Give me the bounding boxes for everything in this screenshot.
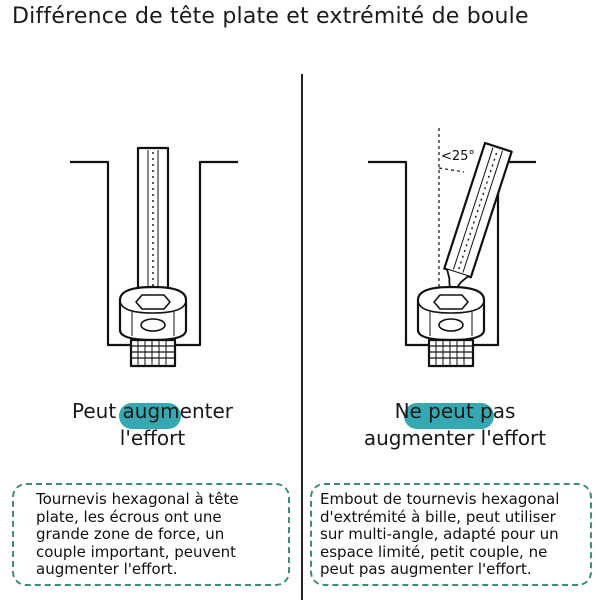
flat-head-illustration (70, 146, 238, 368)
angle-label: <25° (441, 149, 475, 164)
left-socket-screw (118, 285, 188, 368)
left-caption-line2: l'effort (119, 426, 186, 450)
right-description: Embout de tournevis hexagonal d'extrémit… (320, 490, 560, 578)
left-description: Tournevis hexagonal à tête plate, les éc… (36, 490, 239, 578)
ball-hex-key (443, 141, 513, 291)
right-description-box: Embout de tournevis hexagonal d'extrémit… (310, 483, 592, 586)
left-caption: Peut augmenter l'effort (30, 398, 275, 452)
page-title: Différence de tête plate et extrémité de… (12, 4, 529, 29)
center-divider (301, 74, 303, 600)
angle-arc (438, 167, 465, 173)
left-highlight (119, 403, 181, 429)
right-caption-line2: augmenter l'effort (363, 426, 547, 450)
right-caption: Ne peut pas augmenter l'effort (335, 398, 575, 452)
left-recess-wall (70, 160, 133, 347)
left-description-box: Tournevis hexagonal à tête plate, les éc… (12, 483, 290, 586)
right-recess-wall-right (471, 160, 536, 347)
right-socket-screw (416, 285, 486, 368)
right-caption-line1: Ne peut pas (394, 399, 516, 423)
ball-end-illustration (368, 128, 536, 368)
flat-hex-key (136, 146, 170, 292)
left-caption-line1: Peut augmenter (72, 399, 233, 423)
left-recess-wall-right (173, 160, 238, 347)
right-recess-wall (368, 160, 431, 347)
right-highlight (404, 403, 494, 429)
